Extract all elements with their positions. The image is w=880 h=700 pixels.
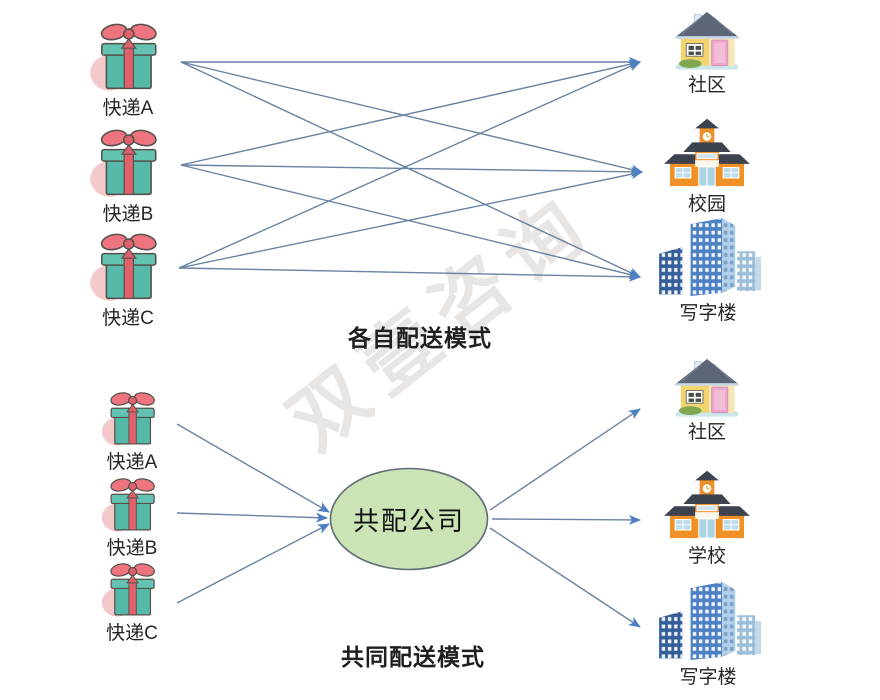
line-b-campus [180, 164, 643, 177]
node-label: 快递C [106, 623, 158, 644]
bottom-destination-office: 写字楼 [654, 578, 762, 689]
top-source-express-c: 快递C [89, 232, 167, 330]
gift-box-icon [89, 232, 167, 306]
top-destination-office: 写字楼 [654, 214, 762, 325]
line-hub-community [489, 408, 641, 511]
line-a-office [180, 61, 641, 278]
line-b-community [180, 59, 641, 166]
node-label: 写字楼 [679, 303, 737, 324]
node-label: 快递A [102, 98, 154, 119]
line-c-office [178, 267, 641, 282]
house-icon [670, 353, 744, 420]
bottom-section-title: 共同配送模式 [341, 644, 485, 670]
line-hub-office [489, 527, 641, 628]
bottom-destination-school: 学校 [662, 470, 752, 568]
line-c-community [178, 61, 641, 269]
hub-label: 共配公司 [352, 505, 465, 536]
gift-box-icon [89, 128, 167, 202]
hub-ellipse-shape [329, 467, 489, 571]
line-hub-school [491, 514, 641, 525]
office-buildings-icon [654, 578, 762, 665]
line-b-office [180, 164, 641, 280]
line-c-campus [178, 169, 643, 269]
top-destination-campus: 校园 [662, 118, 752, 216]
node-label: 校园 [687, 194, 726, 215]
bottom-source-express-c: 快递C [101, 562, 163, 645]
bottom-destination-community: 社区 [670, 353, 744, 444]
node-label: 社区 [687, 75, 726, 96]
node-label: 快递B [106, 538, 158, 559]
node-label: 学校 [687, 546, 726, 567]
top-source-express-b: 快递B [89, 128, 167, 226]
node-label: 快递C [102, 308, 154, 329]
office-buildings-icon [654, 214, 762, 301]
line-a-hub [176, 423, 330, 513]
top-section-title: 各自配送模式 [348, 325, 492, 351]
node-label: 快递A [106, 452, 158, 473]
line-c-hub [176, 523, 330, 604]
gift-box-icon [89, 22, 167, 96]
top-source-express-a: 快递A [89, 22, 167, 120]
top-destination-community: 社区 [670, 6, 744, 97]
line-b-hub [176, 512, 328, 523]
gift-box-icon [101, 562, 163, 621]
house-icon [670, 6, 744, 73]
node-label: 写字楼 [679, 667, 737, 688]
school-icon [662, 118, 752, 192]
bottom-source-express-b: 快递B [101, 477, 163, 560]
node-label: 社区 [687, 422, 726, 443]
line-a-campus [180, 61, 643, 175]
gift-box-icon [101, 477, 163, 536]
gift-box-icon [101, 391, 163, 450]
bottom-source-express-a: 快递A [101, 391, 163, 474]
school-icon [662, 470, 752, 544]
hub-ellipse: 共配公司 [329, 467, 489, 571]
node-label: 快递B [102, 204, 154, 225]
